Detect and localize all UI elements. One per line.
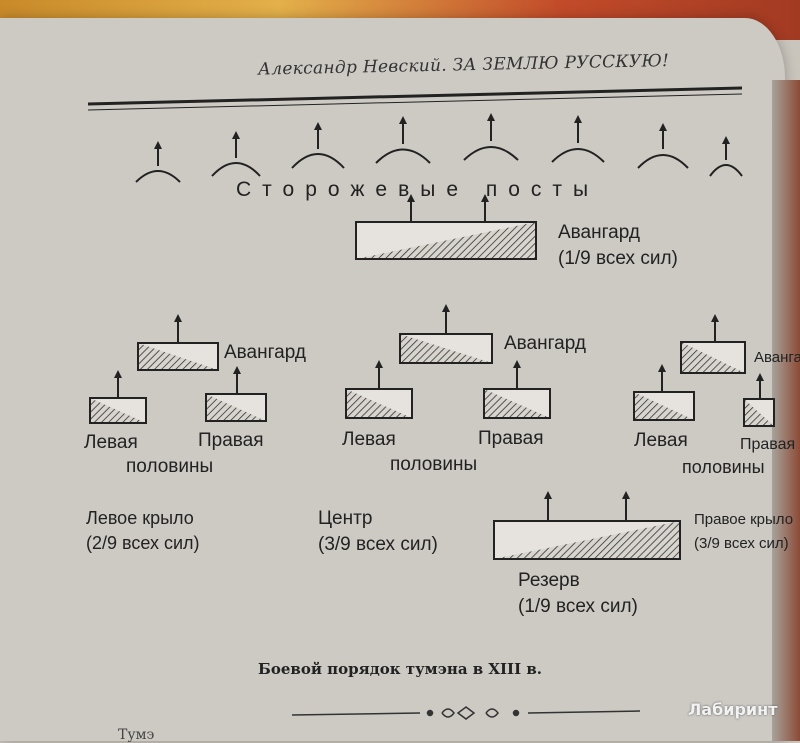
left-wing-right-half-unit <box>205 366 267 422</box>
center-vanguard-unit <box>399 304 493 364</box>
right-wing-right-half-unit <box>743 373 775 427</box>
watermark-logo: Лабиринт <box>688 700 778 719</box>
sentry-post-symbol <box>375 116 431 164</box>
sentry-posts <box>135 113 743 183</box>
next-text-fragment: Тумэ <box>118 727 155 743</box>
sentry-post-symbol <box>463 113 519 161</box>
right-wing-title: Правое крыло <box>694 511 793 528</box>
figure-caption: Боевой порядок тумэна в XIII в. <box>258 660 542 678</box>
left-wing-vanguard-label: Авангард <box>224 342 306 363</box>
right-wing-left-half-unit <box>633 364 695 421</box>
top-vanguard-unit <box>355 194 537 260</box>
sentry-post-symbol <box>709 136 743 177</box>
book-page <box>0 18 785 741</box>
center-vanguard-label: Авангард <box>504 333 586 354</box>
right-wing-left-label: Левая <box>634 430 688 451</box>
sentry-post-symbol <box>637 123 689 169</box>
top-vanguard-share: (1/9 всех сил) <box>558 248 678 269</box>
center-halves-label: половины <box>390 454 477 475</box>
left-wing-share: (2/9 всех сил) <box>86 533 200 553</box>
page-edge <box>772 80 800 741</box>
right-wing-share: (3/9 всех сил) <box>694 535 789 552</box>
left-wing-left-label: Левая <box>84 432 138 453</box>
right-wing-right-label: Правая <box>740 436 795 453</box>
center-title: Центр <box>318 508 372 529</box>
sentry-post-symbol <box>291 122 345 169</box>
left-wing-halves-label: половины <box>126 456 213 477</box>
right-wing-halves-label: половины <box>682 457 765 477</box>
top-vanguard-title: Авангард <box>558 222 640 243</box>
ornament-divider <box>291 706 641 720</box>
reserve-title: Резерв <box>518 570 580 591</box>
sentry-post-symbol <box>551 115 605 163</box>
reserve-share: (1/9 всех сил) <box>518 596 638 617</box>
left-wing-left-half-unit <box>89 370 147 424</box>
right-wing-vanguard-unit <box>680 314 746 374</box>
header-rule <box>87 86 743 106</box>
sentry-post-symbol <box>135 141 181 183</box>
center-left-half-unit <box>345 360 413 419</box>
sentry-posts-label: Сторожевые посты <box>236 178 599 201</box>
sentry-post-symbol <box>211 131 261 177</box>
center-right-label: Правая <box>478 428 544 449</box>
center-right-half-unit <box>483 360 551 419</box>
center-share: (3/9 всех сил) <box>318 534 438 555</box>
left-wing-vanguard-unit <box>137 314 219 371</box>
center-left-label: Левая <box>342 429 396 450</box>
left-wing-title: Левое крыло <box>86 508 194 528</box>
right-wing-vanguard-label: Авангард <box>754 349 800 366</box>
reserve-unit <box>493 491 681 560</box>
left-wing-right-label: Правая <box>198 430 264 451</box>
